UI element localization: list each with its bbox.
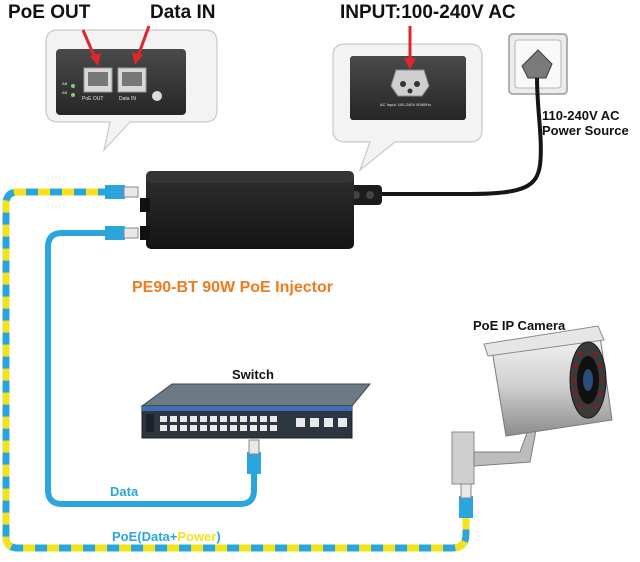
poe-cable-stripe bbox=[2, 188, 470, 552]
label-switch: Switch bbox=[232, 367, 274, 382]
label-camera: PoE IP Camera bbox=[473, 318, 566, 333]
led-indicator bbox=[71, 93, 75, 97]
network-switch bbox=[140, 383, 372, 439]
label-power-source-line2: Power Source bbox=[542, 123, 629, 138]
ac-inlet-socket bbox=[390, 69, 430, 97]
pointer-arrows bbox=[81, 25, 416, 70]
label-poe-out: PoE OUT bbox=[8, 2, 91, 23]
rj45-plug-data-injector bbox=[105, 226, 139, 240]
label-poe-cable-power: Power bbox=[177, 529, 217, 544]
led-label-2: AB bbox=[62, 90, 68, 95]
arrow-poe-out bbox=[81, 29, 97, 59]
label-poe-cable: PoE(Data+Power) bbox=[112, 529, 221, 544]
rj45-plug-camera bbox=[459, 483, 473, 518]
led-label-1: AB bbox=[62, 81, 68, 86]
label-input-ac: INPUT:100-240V AC bbox=[340, 2, 516, 23]
callout-bubble-ports bbox=[45, 29, 218, 153]
power-plug-icon bbox=[521, 49, 553, 79]
rj45-plug-switch bbox=[247, 439, 261, 474]
callout-bubble-power-input bbox=[332, 43, 483, 172]
label-data-in: Data IN bbox=[150, 2, 216, 23]
camera-bracket bbox=[473, 429, 537, 467]
data-cable bbox=[45, 230, 257, 507]
ac-input-rating: AC Input: 100-240V 50/60Hz bbox=[380, 102, 432, 107]
label-injector-model: PE90-BT 90W PoE Injector bbox=[132, 279, 333, 296]
camera-sunshield bbox=[483, 325, 605, 357]
power-cord bbox=[378, 77, 543, 196]
wall-outlet bbox=[508, 33, 568, 95]
ground-screw-icon bbox=[152, 91, 162, 101]
poe-injector-device bbox=[140, 171, 354, 249]
port-label-data-in: Data IN bbox=[119, 96, 136, 102]
led-indicator bbox=[71, 84, 75, 88]
rj45-plug-poe-injector bbox=[105, 185, 139, 199]
port-label-poe-out: PoE OUT bbox=[82, 96, 104, 102]
label-power-source-line1: 110-240V AC bbox=[542, 108, 620, 123]
poe-ip-camera bbox=[451, 325, 613, 485]
arrow-data-in bbox=[136, 25, 151, 57]
label-poe-cable-prefix: PoE(Data+ bbox=[112, 529, 178, 544]
injector-port-data-in bbox=[140, 226, 150, 240]
label-data-cable: Data bbox=[110, 484, 139, 499]
camera-wall-mount bbox=[451, 431, 475, 485]
injector-port-poe-out bbox=[140, 198, 150, 212]
label-poe-cable-suffix: ) bbox=[216, 529, 221, 544]
